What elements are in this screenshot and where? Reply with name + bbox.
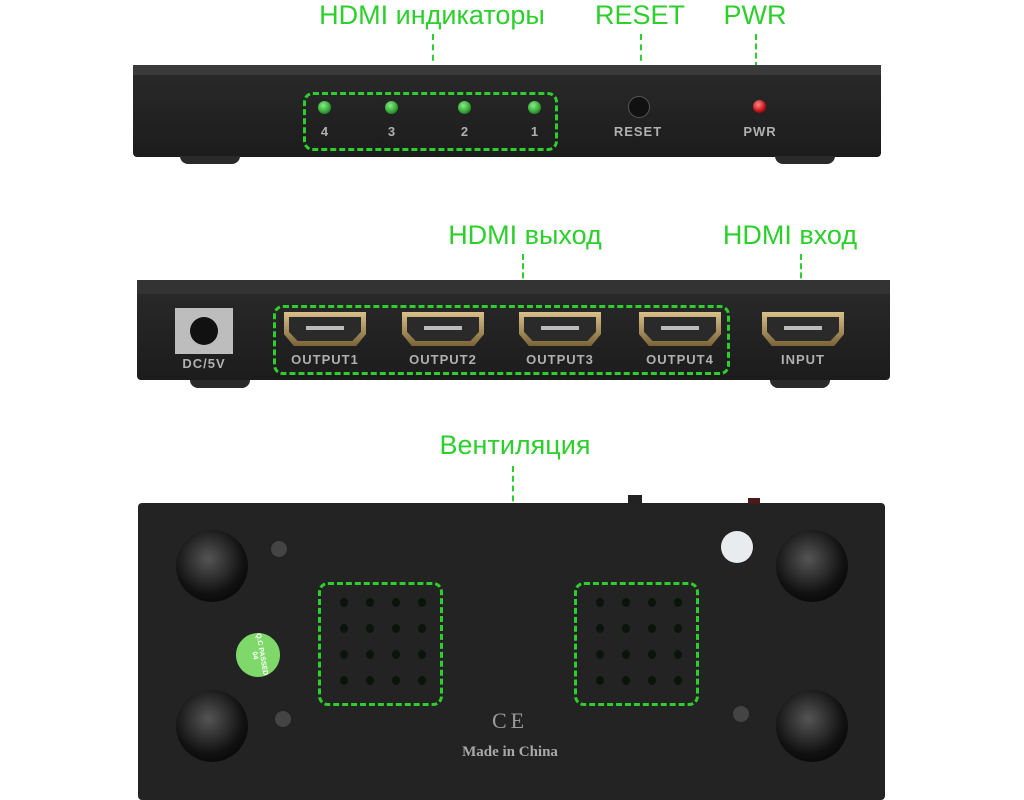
vent-grid-left [318, 582, 443, 706]
vent-highlight-right [574, 582, 699, 706]
vent-hole [340, 624, 348, 633]
callout-reset: RESET [594, 0, 686, 30]
vent-hole [366, 676, 374, 685]
vent-hole [418, 598, 426, 607]
power-led [753, 100, 766, 113]
reset-label: RESET [613, 124, 663, 139]
vent-hole [596, 676, 604, 685]
vent-hole [622, 624, 630, 633]
top-edge [137, 280, 890, 294]
vent-hole [674, 598, 682, 607]
foot [180, 156, 240, 164]
vent-hole [366, 624, 374, 633]
top-edge [133, 65, 881, 75]
callout-hdmi-out: HDMI выход [448, 220, 602, 250]
vent-hole [648, 650, 656, 659]
foot [775, 156, 835, 164]
screw-icon [273, 709, 293, 729]
vent-hole [648, 598, 656, 607]
callout-hdmi-indicators: HDMI индикаторы [319, 0, 545, 30]
vent-hole [366, 598, 374, 607]
power-led-edge [748, 498, 760, 504]
vent-hole [340, 676, 348, 685]
vent-hole [392, 598, 400, 607]
made-in-china-label: Made in China [462, 744, 558, 760]
hdmi-output-4-port[interactable] [639, 312, 721, 346]
output-label: OUTPUT1 [291, 352, 359, 367]
rubber-foot [176, 530, 248, 602]
outputs-highlight [273, 305, 730, 375]
leader-line [640, 34, 642, 92]
indicators-highlight [303, 92, 558, 151]
input-label: INPUT [781, 352, 825, 367]
vent-hole [596, 650, 604, 659]
callout-ventilation: Вентиляция [439, 430, 591, 460]
rubber-foot [776, 690, 848, 762]
rubber-foot [776, 530, 848, 602]
output-label: OUTPUT3 [526, 352, 594, 367]
vent-hole [392, 676, 400, 685]
vent-grid-right [574, 582, 699, 706]
led-label: 2 [460, 124, 470, 139]
vent-hole [622, 598, 630, 607]
ce-mark: CE [491, 708, 529, 733]
dc-label: DC/5V [182, 356, 226, 371]
output-label: OUTPUT2 [409, 352, 477, 367]
vent-hole [674, 650, 682, 659]
hdmi-led-1 [528, 101, 541, 114]
leader-line [432, 34, 434, 92]
hdmi-led-4 [318, 101, 331, 114]
hdmi-output-2-port[interactable] [402, 312, 484, 346]
led-label: 4 [320, 124, 330, 139]
hdmi-led-2 [458, 101, 471, 114]
vent-hole [340, 598, 348, 607]
callout-hdmi-in: HDMI вход [722, 220, 858, 250]
pwr-label: PWR [743, 124, 777, 139]
output-label: OUTPUT4 [646, 352, 714, 367]
rubber-foot [176, 690, 248, 762]
hdmi-input-port[interactable] [762, 312, 844, 346]
reset-button-edge [628, 495, 642, 505]
vent-hole [596, 598, 604, 607]
led-label: 1 [530, 124, 540, 139]
reset-button[interactable] [628, 96, 650, 118]
vent-hole [418, 676, 426, 685]
white-sticker [721, 531, 753, 563]
vent-hole [648, 676, 656, 685]
hdmi-output-1-port[interactable] [284, 312, 366, 346]
foot [190, 380, 250, 388]
vent-hole [622, 676, 630, 685]
dc-jack-hole [190, 317, 218, 345]
screw-icon [731, 704, 751, 724]
vent-hole [392, 624, 400, 633]
vent-hole [622, 650, 630, 659]
vent-hole [418, 624, 426, 633]
vent-highlight-left [318, 582, 443, 706]
vent-hole [674, 624, 682, 633]
vent-hole [392, 650, 400, 659]
callout-pwr: PWR [723, 0, 787, 30]
hdmi-output-3-port[interactable] [519, 312, 601, 346]
led-label: 3 [387, 124, 397, 139]
vent-hole [366, 650, 374, 659]
screw-icon [269, 539, 289, 559]
foot [770, 380, 830, 388]
vent-hole [418, 650, 426, 659]
vent-hole [596, 624, 604, 633]
dc-jack[interactable] [175, 308, 233, 354]
hdmi-led-3 [385, 101, 398, 114]
vent-hole [674, 676, 682, 685]
vent-hole [648, 624, 656, 633]
vent-hole [340, 650, 348, 659]
